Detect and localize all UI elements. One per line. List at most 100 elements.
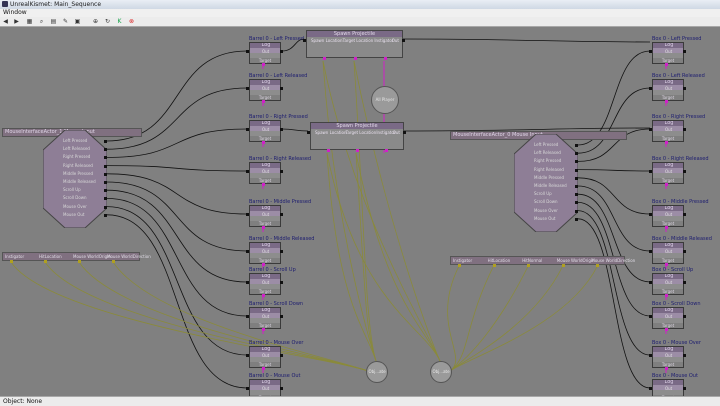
- log-in-pin[interactable]: [649, 387, 652, 390]
- mouse-event-pin[interactable]: [104, 205, 107, 209]
- spawn-node-var-pin[interactable]: [383, 57, 387, 60]
- log-out-pin[interactable]: [683, 387, 686, 390]
- mouse-event-pin[interactable]: [104, 148, 107, 152]
- log-target-pin[interactable]: [262, 263, 265, 266]
- log-out-pin[interactable]: [280, 281, 283, 284]
- mouse-var-pin[interactable]: [78, 260, 81, 263]
- mouse-var-pin[interactable]: [561, 264, 565, 267]
- log-target-pin[interactable]: [262, 226, 265, 229]
- log-target-pin[interactable]: [262, 141, 265, 144]
- log-out-pin[interactable]: [683, 250, 686, 253]
- log-target-pin[interactable]: [665, 294, 668, 297]
- mouse-var-pin[interactable]: [527, 264, 531, 267]
- log-in-pin[interactable]: [246, 387, 249, 390]
- mouse-var-pin[interactable]: [10, 260, 13, 263]
- log-target-pin[interactable]: [665, 226, 668, 229]
- mouse-event-pin[interactable]: [575, 201, 578, 205]
- log-in-pin[interactable]: [246, 250, 249, 253]
- log-in-pin[interactable]: [246, 354, 249, 357]
- log-out-pin[interactable]: [280, 87, 283, 90]
- log-out-pin[interactable]: [683, 213, 686, 216]
- log-target-pin[interactable]: [262, 183, 265, 186]
- stop-icon[interactable]: ⊗: [128, 18, 135, 25]
- mouse-event-pin[interactable]: [104, 164, 107, 168]
- properties-icon[interactable]: ✎: [62, 18, 69, 25]
- mouse-event-pin[interactable]: [104, 189, 107, 193]
- mouse-event-pin[interactable]: [575, 209, 578, 213]
- mouse-event-pin[interactable]: [104, 181, 107, 184]
- refresh-icon[interactable]: ↻: [104, 18, 111, 25]
- mouse-event-pin[interactable]: [575, 168, 578, 172]
- log-target-pin[interactable]: [262, 294, 265, 297]
- mouse-event-pin[interactable]: [104, 172, 107, 176]
- log-out-pin[interactable]: [683, 170, 686, 173]
- mouse-event-pin[interactable]: [575, 160, 578, 164]
- save-icon[interactable]: ▣: [74, 18, 81, 25]
- log-in-pin[interactable]: [649, 213, 652, 216]
- spawn-out-pin[interactable]: [402, 39, 405, 42]
- log-in-pin[interactable]: [246, 213, 249, 216]
- mouse-var-pin[interactable]: [458, 264, 461, 267]
- log-in-pin[interactable]: [246, 170, 249, 173]
- mouse-event-pin[interactable]: [104, 197, 107, 201]
- log-out-pin[interactable]: [683, 315, 686, 318]
- log-target-pin[interactable]: [665, 183, 668, 186]
- search-icon[interactable]: ⌕: [39, 18, 44, 25]
- log-in-pin[interactable]: [649, 87, 652, 90]
- object-variable[interactable]: Obj...ate: [366, 361, 388, 383]
- mouse-event-pin[interactable]: [104, 140, 107, 143]
- log-target-pin[interactable]: [665, 328, 668, 331]
- log-target-pin[interactable]: [665, 367, 668, 370]
- log-in-pin[interactable]: [649, 250, 652, 253]
- log-in-pin[interactable]: [246, 128, 249, 131]
- log-target-pin[interactable]: [262, 100, 265, 103]
- mouse-var-pin[interactable]: [596, 264, 600, 267]
- mouse-var-pin[interactable]: [44, 260, 47, 263]
- back-arrow-icon[interactable]: ◀: [3, 18, 8, 25]
- log-in-pin[interactable]: [246, 50, 249, 53]
- mouse-var-pin[interactable]: [112, 260, 115, 263]
- log-out-pin[interactable]: [280, 315, 283, 318]
- log-target-pin[interactable]: [262, 63, 265, 66]
- mouse-event-pin[interactable]: [575, 217, 578, 221]
- zoom-icon[interactable]: ⊕: [92, 18, 99, 25]
- log-out-pin[interactable]: [280, 250, 283, 253]
- spawn-node-var-pin[interactable]: [385, 149, 389, 152]
- log-out-pin[interactable]: [683, 50, 686, 53]
- spawn-node-var-pin[interactable]: [356, 149, 359, 152]
- open-icon[interactable]: ▦: [26, 18, 33, 25]
- log-target-pin[interactable]: [665, 100, 668, 103]
- log-out-pin[interactable]: [683, 128, 686, 131]
- log-target-pin[interactable]: [665, 63, 668, 66]
- mouse-event-pin[interactable]: [104, 213, 107, 217]
- spawn-in-pin[interactable]: [307, 131, 310, 134]
- log-in-pin[interactable]: [649, 281, 652, 284]
- log-out-pin[interactable]: [683, 354, 686, 357]
- log-out-pin[interactable]: [280, 50, 283, 53]
- spawn-node-var-pin[interactable]: [353, 57, 357, 60]
- log-in-pin[interactable]: [649, 50, 652, 53]
- log-out-pin[interactable]: [683, 281, 686, 284]
- menu-window[interactable]: Window: [3, 9, 27, 16]
- mouse-event-pin[interactable]: [575, 185, 578, 188]
- log-out-pin[interactable]: [280, 128, 283, 131]
- log-in-pin[interactable]: [649, 354, 652, 357]
- mouse-var-pin[interactable]: [492, 264, 496, 267]
- log-target-pin[interactable]: [665, 263, 668, 266]
